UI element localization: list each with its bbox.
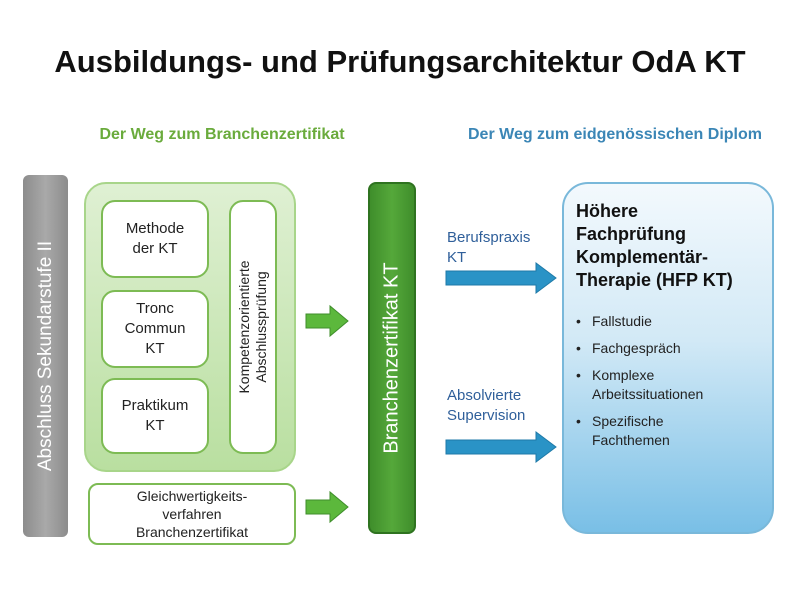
secondary-level-bar: Abschluss Sekundarstufe II [23, 175, 68, 537]
module-methode-line2: der KT [132, 240, 178, 257]
module-praktikum-line2: KT [145, 417, 165, 434]
bullet-icon: • [576, 413, 581, 429]
module-tronc-line2: Commun [124, 320, 186, 337]
higher-exam-title-line1: Höhere [576, 201, 639, 221]
right-heading: Der Weg zum eidgenössischen Diplom [468, 126, 762, 143]
module-final-exam: Kompetenzorientierte Abschlussprüfung [229, 200, 277, 454]
exam-components-list: • Fallstudie • Fachgespräch • Komplexe A… [576, 312, 766, 458]
bullet-icon: • [576, 313, 581, 329]
blue-arrow-icon [445, 262, 557, 294]
module-methode-line1: Methode [125, 220, 185, 237]
higher-exam-title-line4: Therapie (HFP KT) [576, 270, 733, 290]
bullet-icon: • [576, 367, 581, 383]
green-arrow-icon [305, 490, 349, 524]
equivalence-line1: Gleichwertigkeits- [136, 488, 248, 504]
list-item-line2: Fachthemen [592, 432, 670, 448]
final-exam-line1: Kompetenzorientierte [236, 260, 252, 394]
equivalence-procedure-box: Gleichwertigkeits- verfahren Branchenzer… [88, 483, 296, 545]
page-title: Ausbildungs- und Prüfungsarchitektur OdA… [54, 44, 746, 79]
branch-certificate-label: Branchenzertifikat KT [380, 262, 403, 454]
list-item: • Fachgespräch [576, 339, 766, 358]
higher-exam-box [562, 182, 774, 534]
final-exam-line2: Abschlussprüfung [253, 271, 269, 383]
module-methode: Methode der KT [101, 200, 209, 278]
bullet-icon: • [576, 340, 581, 356]
module-tronc-line1: Tronc [136, 300, 174, 317]
secondary-level-label: Abschluss Sekundarstufe II [34, 240, 56, 472]
path-practice-line2: KT [447, 249, 467, 266]
left-heading: Der Weg zum Branchenzertifikat [99, 126, 345, 143]
equivalence-line2: verfahren [162, 506, 222, 522]
equivalence-line3: Branchenzertifikat [135, 524, 249, 540]
module-praktikum-line1: Praktikum [121, 397, 189, 414]
module-tronc-commun: Tronc Commun KT [101, 290, 209, 368]
blue-arrow-icon [445, 431, 557, 463]
module-praktikum: Praktikum KT [101, 378, 209, 454]
list-item: • Spezifische Fachthemen [576, 412, 766, 450]
list-item-line1: Spezifische [592, 413, 664, 429]
higher-exam-title-line2: Fachprüfung [576, 224, 686, 244]
path-professional-practice: Berufspraxis KT [447, 228, 530, 268]
list-item-line1: Fallstudie [592, 313, 652, 329]
module-tronc-line3: KT [145, 340, 165, 357]
higher-exam-title-line3: Komplementär- [576, 247, 709, 267]
higher-exam-title: Höhere Fachprüfung Komplementär- Therapi… [576, 200, 766, 292]
green-arrow-icon [305, 304, 349, 338]
list-item: • Komplexe Arbeitssituationen [576, 366, 766, 404]
branch-certificate-bar: Branchenzertifikat KT [368, 182, 416, 534]
list-item: • Fallstudie [576, 312, 766, 331]
path-supervision-line1: Absolvierte [447, 387, 522, 404]
list-item-line2: Arbeitssituationen [592, 386, 704, 402]
path-supervision: Absolvierte Supervision [447, 386, 525, 426]
list-item-line1: Komplexe [592, 367, 655, 383]
path-practice-line1: Berufspraxis [447, 229, 531, 246]
path-supervision-line2: Supervision [447, 407, 526, 424]
list-item-line1: Fachgespräch [592, 340, 681, 356]
